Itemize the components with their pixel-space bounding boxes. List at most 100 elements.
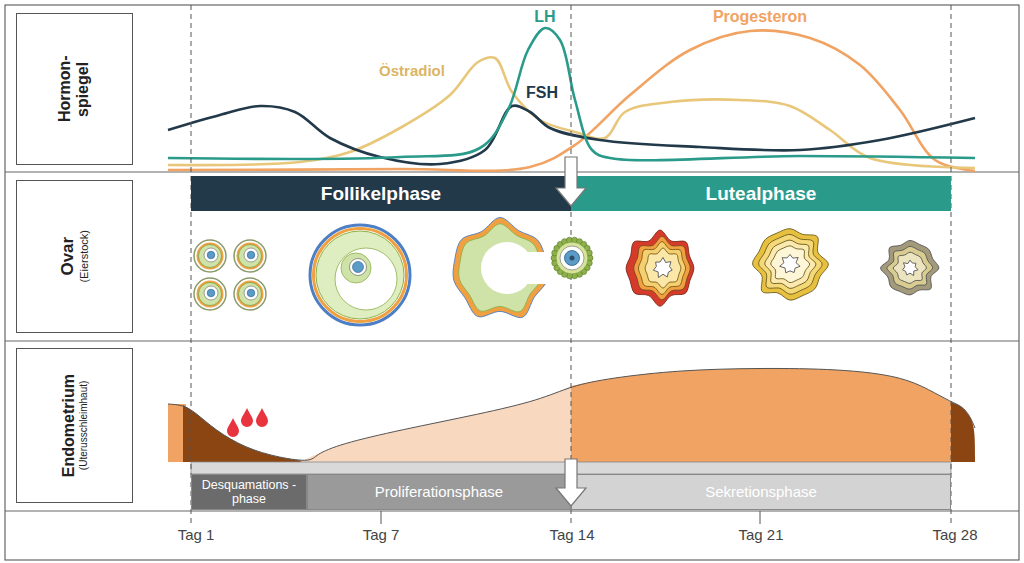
follicle-granulosa xyxy=(239,245,262,268)
phase-band: Follikelphase xyxy=(191,176,571,211)
day-label: Tag 14 xyxy=(549,526,594,543)
oocyte xyxy=(247,251,255,259)
text-stack: Endometrium(Uterusschleimhaut) xyxy=(60,374,90,477)
day-label: Tag 28 xyxy=(932,526,977,543)
luteal-layer xyxy=(634,236,690,299)
luteal-layer xyxy=(765,240,816,288)
zona-pellucida xyxy=(560,246,584,270)
follicle-granulosa xyxy=(199,283,222,306)
primary-follicle xyxy=(234,240,266,272)
follicle-ring xyxy=(237,243,264,270)
day-label: Tag 1 xyxy=(178,526,215,543)
day-label: Tag 7 xyxy=(363,526,400,543)
text-stack: Proliferationsphase xyxy=(375,483,503,500)
corpus-albicans xyxy=(881,240,939,294)
albicans-layer xyxy=(887,246,933,289)
text-stack: Sekretionsphase xyxy=(705,483,817,500)
albicans-core xyxy=(903,260,919,275)
blood-drop xyxy=(256,408,268,427)
hormone-label: FSH xyxy=(526,84,558,102)
frame xyxy=(5,5,1019,560)
ovulation-arrow xyxy=(556,157,586,206)
text-stack: Follikelphase xyxy=(321,183,441,205)
node-title: Follikelphase xyxy=(321,183,441,205)
follicle-ring xyxy=(197,281,224,308)
follicle-ring xyxy=(194,278,226,310)
text-stack: Desquamations -phase xyxy=(193,478,305,507)
phase-band: Lutealphase xyxy=(571,176,951,211)
follicle-theca xyxy=(310,225,410,325)
luteal-layer xyxy=(626,230,694,306)
oocyte-zone xyxy=(204,286,218,300)
node-subtitle: (Eierstock) xyxy=(78,230,91,283)
row-label-box: Endometrium(Uterusschleimhaut) xyxy=(16,348,133,503)
shedding-layer xyxy=(951,402,975,462)
row-label-box: Ovar(Eierstock) xyxy=(16,180,133,333)
albicans-layer xyxy=(881,240,939,294)
follicle-granulosa xyxy=(199,245,222,268)
corpus-luteum xyxy=(626,230,694,306)
node-title: Desquamations -phase xyxy=(193,478,305,507)
text-stack: Ovar(Eierstock) xyxy=(58,230,90,283)
ovary-illustration xyxy=(194,217,939,325)
luteal-layer xyxy=(638,242,685,295)
oocyte xyxy=(207,251,215,259)
follicle-ring xyxy=(234,278,266,310)
node-title: Ovar xyxy=(58,237,78,276)
tertiary-follicle xyxy=(310,225,410,325)
oocyte-zone xyxy=(204,248,218,262)
proliferating-layer xyxy=(300,386,571,462)
cumulus xyxy=(341,253,371,283)
follicle-ring xyxy=(197,243,224,270)
row-label-box: Hormon- spiegel xyxy=(16,13,133,165)
node-title: Proliferationsphase xyxy=(375,483,503,500)
oocyte-nucleus xyxy=(570,256,575,261)
day-marker-line xyxy=(191,5,192,524)
day-label: Tag 21 xyxy=(738,526,783,543)
ruptured-follicle xyxy=(453,217,555,317)
shedding-layer xyxy=(183,405,312,462)
rupture-opening xyxy=(507,252,555,284)
text-stack: Hormon- spiegel xyxy=(56,49,93,129)
endometrium-phase-box: Proliferationsphase xyxy=(307,474,571,510)
follicle-granulosa xyxy=(239,283,262,306)
oocyte-zone xyxy=(350,259,367,276)
follicle-antrum xyxy=(335,248,397,310)
hormone-label: Progesteron xyxy=(713,8,807,26)
node-title: Lutealphase xyxy=(706,183,817,205)
primary-follicle xyxy=(194,240,226,272)
luteal-layer xyxy=(759,234,822,294)
node-title: Hormon- spiegel xyxy=(56,49,93,129)
oocyte-zone xyxy=(244,248,258,262)
primary-follicle xyxy=(194,278,226,310)
luteal-layer xyxy=(645,248,681,288)
day-marker-line xyxy=(951,5,952,524)
corpus-luteum xyxy=(753,229,829,300)
node-subtitle: (Uterusschleimhaut) xyxy=(78,381,90,470)
follicle-ring xyxy=(237,281,264,308)
blood-drop xyxy=(227,418,239,437)
oocyte-zone xyxy=(244,286,258,300)
luteal-layer xyxy=(771,246,810,283)
outer-frame xyxy=(5,5,1019,560)
hormone-label: LH xyxy=(534,8,555,26)
node-title: Endometrium xyxy=(60,374,78,477)
follicle-ring xyxy=(194,240,226,272)
follicle-granulosa xyxy=(316,231,404,319)
luteal-core xyxy=(653,257,672,277)
endometrium-phase-box: Desquamations -phase xyxy=(191,474,307,510)
corona-radiata xyxy=(556,242,588,274)
oocyte xyxy=(207,289,215,297)
ovulated-oocyte xyxy=(551,237,593,279)
node-title: Sekretionsphase xyxy=(705,483,817,500)
text-stack: Lutealphase xyxy=(706,183,817,205)
day-tick xyxy=(381,511,382,524)
endometrium-phase-box: Sekretionsphase xyxy=(571,474,951,510)
primary-follicle xyxy=(234,278,266,310)
hormone-label: Östradiol xyxy=(379,62,445,79)
panel-divider xyxy=(5,171,1019,172)
luteal-core xyxy=(780,254,800,272)
blood-drop xyxy=(241,408,253,427)
